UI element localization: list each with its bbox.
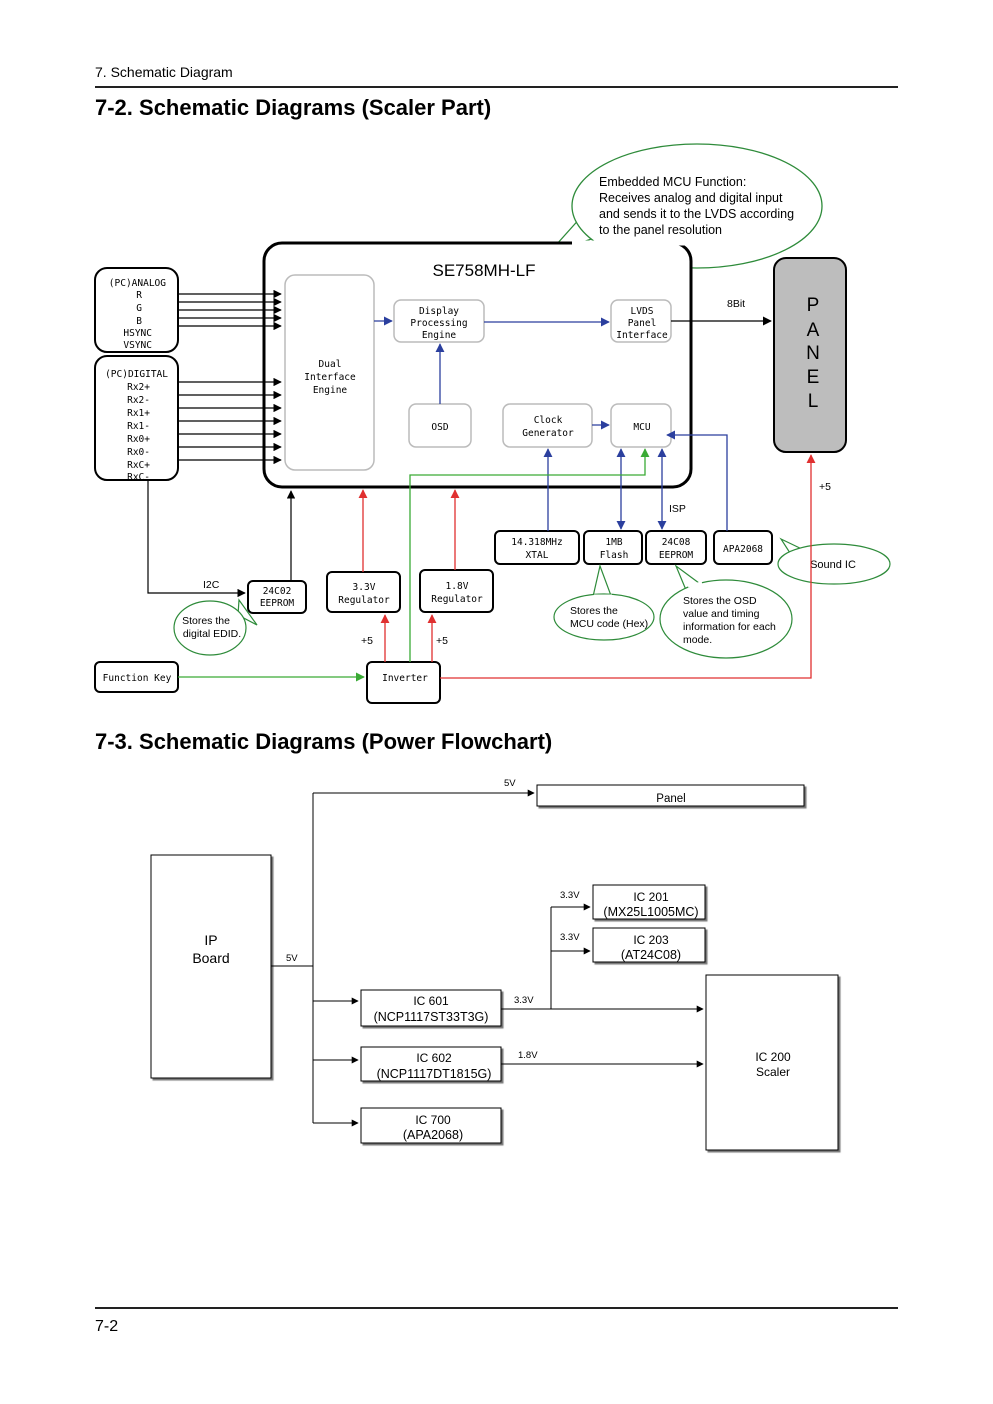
page-number: 7-2 — [95, 1318, 119, 1335]
regulator-1v8 — [419, 569, 494, 613]
panel-block — [773, 257, 847, 453]
svg-text:Function Key: Function Key — [103, 673, 172, 684]
svg-text:APA2068: APA2068 — [723, 544, 763, 555]
callout-mcu-line-4: to the panel resolution — [599, 223, 722, 237]
label-3v3-ic201: 3.3V — [560, 890, 580, 901]
dual-interface-engine — [284, 274, 375, 471]
ip-board-line-1: IP — [204, 932, 217, 948]
label-plus5-b: +5 — [436, 635, 448, 647]
svg-text:Panel: Panel — [656, 793, 685, 805]
header-rule — [95, 86, 898, 88]
ic-200-scaler — [705, 974, 839, 1151]
scaler-heading: 7-2. Schematic Diagrams (Scaler Part) — [95, 95, 492, 120]
label-5v-panel: 5V — [504, 778, 516, 789]
ic-700 — [360, 1107, 502, 1144]
svg-text:MCU: MCU — [633, 422, 650, 433]
eeprom-24c02 — [247, 580, 307, 614]
apa2068-chip — [713, 530, 773, 565]
callout-mcu-line-1: Embedded MCU Function: — [599, 175, 746, 189]
svg-text:IC 700(APA2068): IC 700(APA2068) — [403, 1113, 463, 1142]
svg-text:IC 602(NCP1117DT1815G): IC 602(NCP1117DT1815G) — [377, 1051, 492, 1081]
ic-203 — [592, 927, 706, 963]
label-3v3-ic203: 3.3V — [560, 932, 580, 943]
eeprom-24c08 — [645, 530, 707, 565]
svg-text:OSD: OSD — [431, 422, 448, 433]
callout-mcu-line-3: and sends it to the LVDS according — [599, 207, 794, 221]
power-heading: 7-3. Schematic Diagrams (Power Flowchart… — [95, 729, 553, 754]
label-plus5-panel: +5 — [819, 481, 831, 493]
svg-text:Embedded MCU Function:Receives: Embedded MCU Function: Receives analog an… — [599, 175, 794, 237]
label-plus5-a: +5 — [361, 635, 373, 647]
svg-text:IC 201(MX25L1005MC): IC 201(MX25L1005MC) — [603, 890, 698, 919]
svg-text:Inverter: Inverter — [382, 673, 428, 684]
ic-602 — [360, 1046, 502, 1082]
callout-sound-ic: Sound IC — [777, 537, 891, 585]
footer-rule — [95, 1307, 898, 1309]
display-processing-engine — [393, 299, 485, 343]
svg-text:IC 203(AT24C08): IC 203(AT24C08) — [621, 933, 681, 962]
svg-text:Sound IC: Sound IC — [810, 559, 856, 571]
label-8bit: 8Bit — [727, 298, 745, 310]
ip-board — [150, 854, 272, 1079]
label-3v3-ic601: 3.3V — [514, 995, 534, 1006]
ic-201 — [592, 884, 706, 920]
xtal-14318mhz — [494, 530, 580, 565]
ic-601 — [360, 989, 502, 1027]
panel-supply — [536, 784, 805, 807]
section-header: 7. Schematic Diagram — [95, 64, 233, 80]
callout-mcu-line-2: Receives analog and digital input — [599, 191, 783, 205]
inverter — [366, 661, 441, 704]
chip-title: SE758MH-LF — [433, 261, 536, 280]
label-5v-ipboard: 5V — [286, 953, 298, 964]
svg-text:IC 601(NCP1117ST33T3G): IC 601(NCP1117ST33T3G) — [374, 994, 489, 1024]
mcu-block — [610, 403, 672, 448]
label-1v8-ic602: 1.8V — [518, 1050, 538, 1061]
label-i2c: I2C — [203, 579, 220, 591]
label-isp: ISP — [669, 503, 686, 515]
ip-board-line-2: Board — [192, 950, 229, 966]
pc-digital-input — [94, 355, 179, 481]
callout-mcu-function: Embedded MCU Function: Receives analog an… — [545, 143, 823, 269]
flash-1mb — [583, 530, 643, 565]
